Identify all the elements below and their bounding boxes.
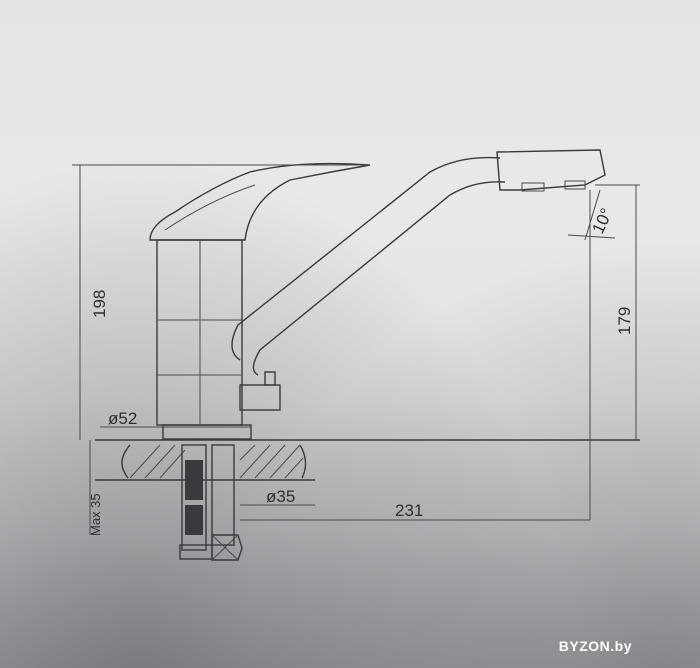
dim-spout-angle: 10° <box>588 205 616 236</box>
dim-total-height: 198 <box>90 290 109 318</box>
dim-base-diameter: ø52 <box>108 409 137 428</box>
dim-hose-diameter: ø35 <box>266 487 295 506</box>
dimension-lines <box>72 164 640 535</box>
countertop-section <box>95 439 640 481</box>
lever-handle <box>149 162 371 241</box>
supply-hoses <box>179 444 243 561</box>
dim-spout-reach: 231 <box>395 501 423 520</box>
dim-max-counter: Max 35 <box>88 493 103 536</box>
faucet-body <box>156 239 281 426</box>
spout <box>231 149 606 376</box>
watermark: BYZON.by <box>558 638 632 654</box>
dim-spout-height: 179 <box>615 307 634 335</box>
